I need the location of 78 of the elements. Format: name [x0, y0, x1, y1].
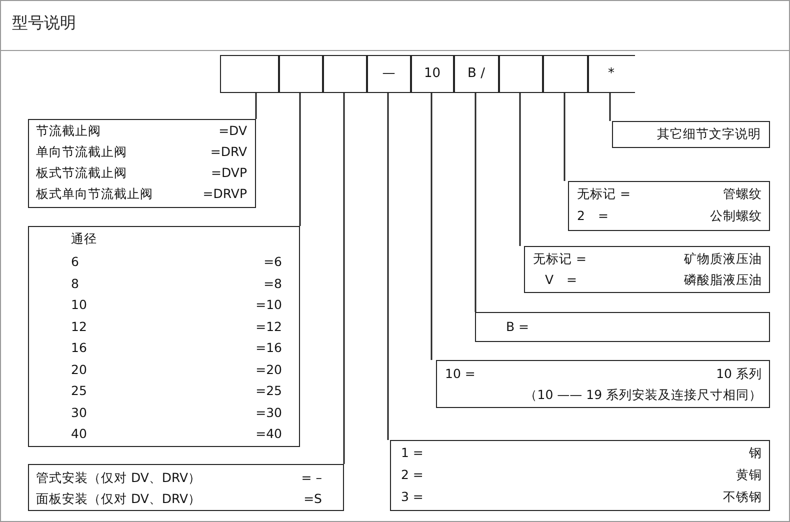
option-box	[612, 121, 770, 148]
code-cell: 10	[410, 55, 454, 93]
option-text: 矿物质液压油	[684, 251, 762, 267]
option-text: 8	[71, 276, 79, 292]
option-text: =12	[256, 318, 282, 334]
option-text: 节流截止阀	[36, 123, 101, 139]
option-box	[568, 181, 770, 231]
code-cell	[278, 55, 324, 93]
option-text: =30	[256, 404, 282, 420]
option-text: 2 =	[401, 467, 424, 483]
option-text: 公制螺纹	[710, 208, 762, 224]
option-box	[475, 312, 770, 342]
option-text: 黄铜	[736, 467, 762, 483]
option-text: =20	[256, 362, 282, 378]
leader-line	[519, 93, 521, 246]
option-text: = –	[301, 470, 322, 486]
option-text: =16	[256, 340, 282, 356]
option-text: 单向节流截止阀	[36, 144, 127, 160]
option-text: 面板安装（仅对 DV、DRV）	[36, 491, 202, 507]
option-text: 10 系列	[716, 366, 762, 382]
option-text: 12	[71, 318, 87, 334]
option-box	[390, 440, 770, 511]
option-text: 40	[71, 426, 87, 442]
option-text: 2 =	[577, 208, 608, 224]
leader-line	[430, 93, 432, 360]
option-text: 30	[71, 404, 87, 420]
code-cell: B /	[453, 55, 500, 93]
leader-line	[387, 93, 389, 440]
option-text: =DRVP	[202, 186, 247, 202]
option-text: 无标记 =	[533, 251, 586, 267]
option-text: 管式安装（仅对 DV、DRV）	[36, 470, 202, 486]
option-text: =40	[256, 426, 282, 442]
option-text: 16	[71, 340, 87, 356]
option-box	[436, 360, 770, 408]
option-text: 20	[71, 362, 87, 378]
code-cell	[220, 55, 280, 93]
option-text: =6	[264, 254, 282, 270]
option-text: =10	[256, 297, 282, 313]
leader-line	[609, 93, 611, 121]
option-text: =DVP	[211, 165, 247, 181]
leader-line	[564, 93, 566, 181]
option-text: 1 =	[401, 445, 424, 461]
option-text: 不锈钢	[723, 489, 762, 505]
option-text: 管螺纹	[723, 186, 762, 202]
leader-line	[255, 93, 257, 119]
option-text: 25	[71, 383, 87, 399]
section-title: 型号说明	[12, 13, 76, 34]
option-text: 10 =	[445, 366, 476, 382]
option-text: 钢	[749, 445, 762, 461]
code-cell: *	[587, 55, 634, 93]
option-text: 无标记 =	[577, 186, 630, 202]
leader-line	[299, 93, 301, 226]
leader-line	[474, 93, 476, 312]
code-cell	[322, 55, 368, 93]
option-text: =S	[304, 491, 322, 507]
leader-line	[343, 93, 345, 464]
option-box	[28, 119, 256, 208]
option-text: 10	[71, 297, 87, 313]
option-text: =25	[256, 383, 282, 399]
code-cell	[542, 55, 588, 93]
option-text: =DV	[218, 123, 247, 139]
option-text: 3 =	[401, 489, 424, 505]
option-text: 其它细节文字说明	[657, 126, 761, 142]
option-text: 磷酸脂液压油	[684, 272, 762, 288]
option-text: 通径	[71, 231, 97, 247]
option-text: （10 —— 19 系列安装及连接尺寸相同）	[524, 387, 762, 403]
code-cell	[498, 55, 544, 93]
option-text: =DRV	[210, 144, 247, 160]
option-text: 6	[71, 254, 79, 270]
option-box	[524, 246, 770, 293]
code-cell: —	[366, 55, 412, 93]
option-box	[28, 226, 300, 447]
option-text: B =	[506, 319, 530, 335]
option-text: 板式节流截止阀	[36, 165, 127, 181]
option-text: 板式单向节流截止阀	[36, 186, 153, 202]
option-text: V =	[545, 272, 578, 288]
option-box	[28, 464, 344, 511]
option-text: =8	[264, 276, 282, 292]
